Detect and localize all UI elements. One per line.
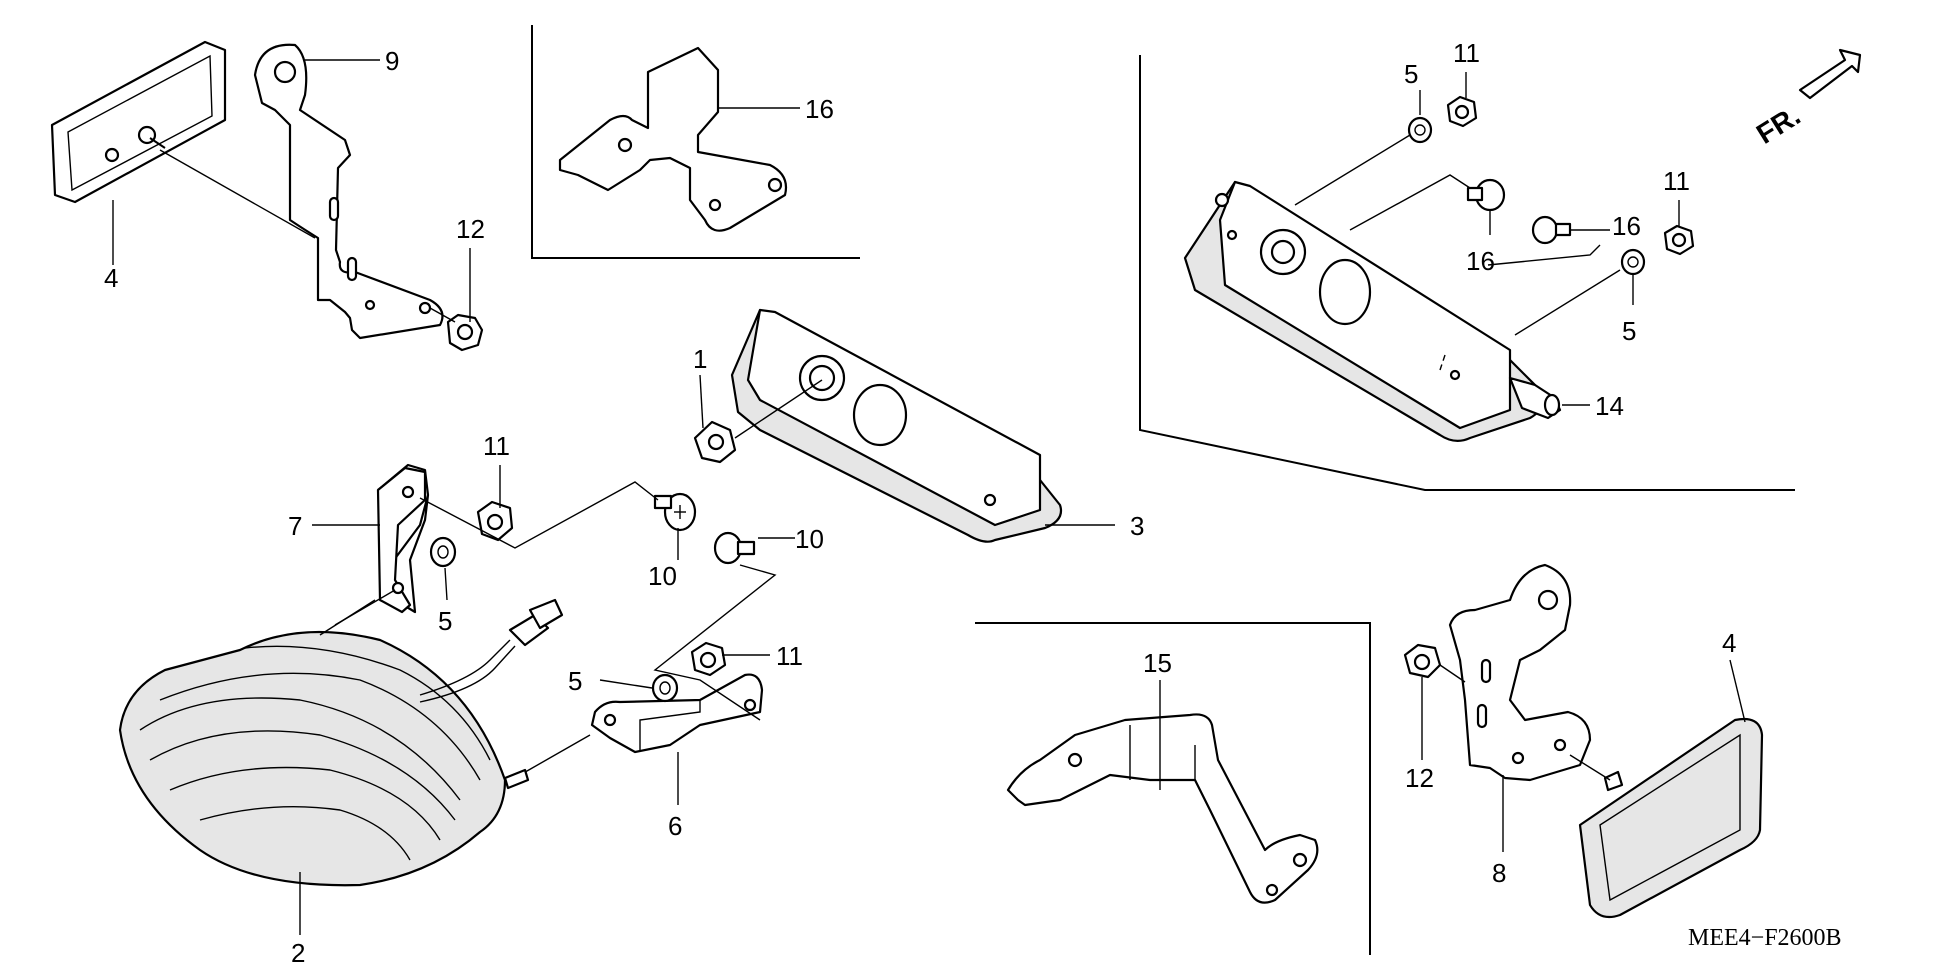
housing-13-inset [1183, 180, 1562, 442]
callout-5-a: 5 [438, 606, 452, 636]
bracket-14 [1006, 713, 1319, 904]
screw-16-a [1466, 178, 1506, 212]
callout-11-b: 11 [776, 641, 803, 671]
washer-5-a [429, 536, 457, 568]
washer-5-b [651, 673, 679, 703]
diagram-code: MEE4−F2600B [1688, 925, 1842, 951]
callout-2: 2 [291, 938, 305, 965]
callout-5-c: 5 [1404, 59, 1418, 89]
nut-11-a [476, 500, 514, 542]
callout-1: 1 [693, 344, 707, 374]
callout-11-a: 11 [483, 431, 510, 461]
callout-12-left: 12 [456, 214, 485, 244]
callout-12-right: 12 [1405, 763, 1434, 793]
callout-5-d: 5 [1622, 316, 1636, 346]
nut-11-d [1663, 224, 1695, 256]
callout-labels: 9 4 12 16 1 3 7 11 5 10 10 5 11 6 2 5 11… [104, 38, 1736, 965]
grommet-1 [693, 420, 737, 464]
callout-16-a: 16 [1466, 246, 1495, 276]
reflector-left [50, 40, 227, 204]
taillight-wire [419, 598, 564, 703]
callout-10-a: 10 [648, 561, 677, 591]
bracket-15 [558, 46, 788, 232]
callout-9: 9 [385, 46, 399, 76]
nut-12-right [1403, 643, 1442, 679]
callout-3: 3 [1130, 511, 1144, 541]
callout-4-right: 4 [1722, 628, 1736, 658]
callout-5-b: 5 [568, 666, 582, 696]
front-direction-arrow [1798, 48, 1862, 100]
callout-11-d: 11 [1663, 166, 1690, 196]
callout-15: 16 [805, 94, 834, 124]
nut-12-left [446, 313, 484, 352]
bracket-9 [253, 43, 444, 340]
callout-8: 8 [1492, 858, 1506, 888]
leader-lines [112, 59, 1746, 935]
callout-4-left: 4 [104, 263, 118, 293]
taillight-lens [118, 630, 507, 887]
callout-14: 15 [1143, 648, 1172, 678]
bracket-6 [590, 673, 764, 754]
screw-10-a [653, 492, 697, 532]
bracket-7 [376, 463, 430, 614]
reflector-right [1569, 717, 1764, 919]
front-direction-label: FR. [1751, 100, 1806, 150]
callout-7: 7 [288, 511, 302, 541]
bracket-8 [1448, 563, 1592, 782]
callout-6: 6 [668, 811, 682, 841]
screw-16-b [1531, 215, 1572, 245]
license-light-housing [730, 308, 1063, 543]
nut-11-b [690, 641, 727, 677]
screw-10-b [713, 531, 756, 565]
washer-5-c [1407, 116, 1433, 144]
washer-5-d [1620, 248, 1646, 276]
callout-11-c: 11 [1453, 38, 1480, 68]
callout-13: 14 [1595, 391, 1624, 421]
inset-frames [531, 25, 1795, 955]
callout-10-b: 10 [795, 524, 824, 554]
callout-16-b: 16 [1612, 211, 1641, 241]
nut-11-c [1446, 95, 1478, 128]
